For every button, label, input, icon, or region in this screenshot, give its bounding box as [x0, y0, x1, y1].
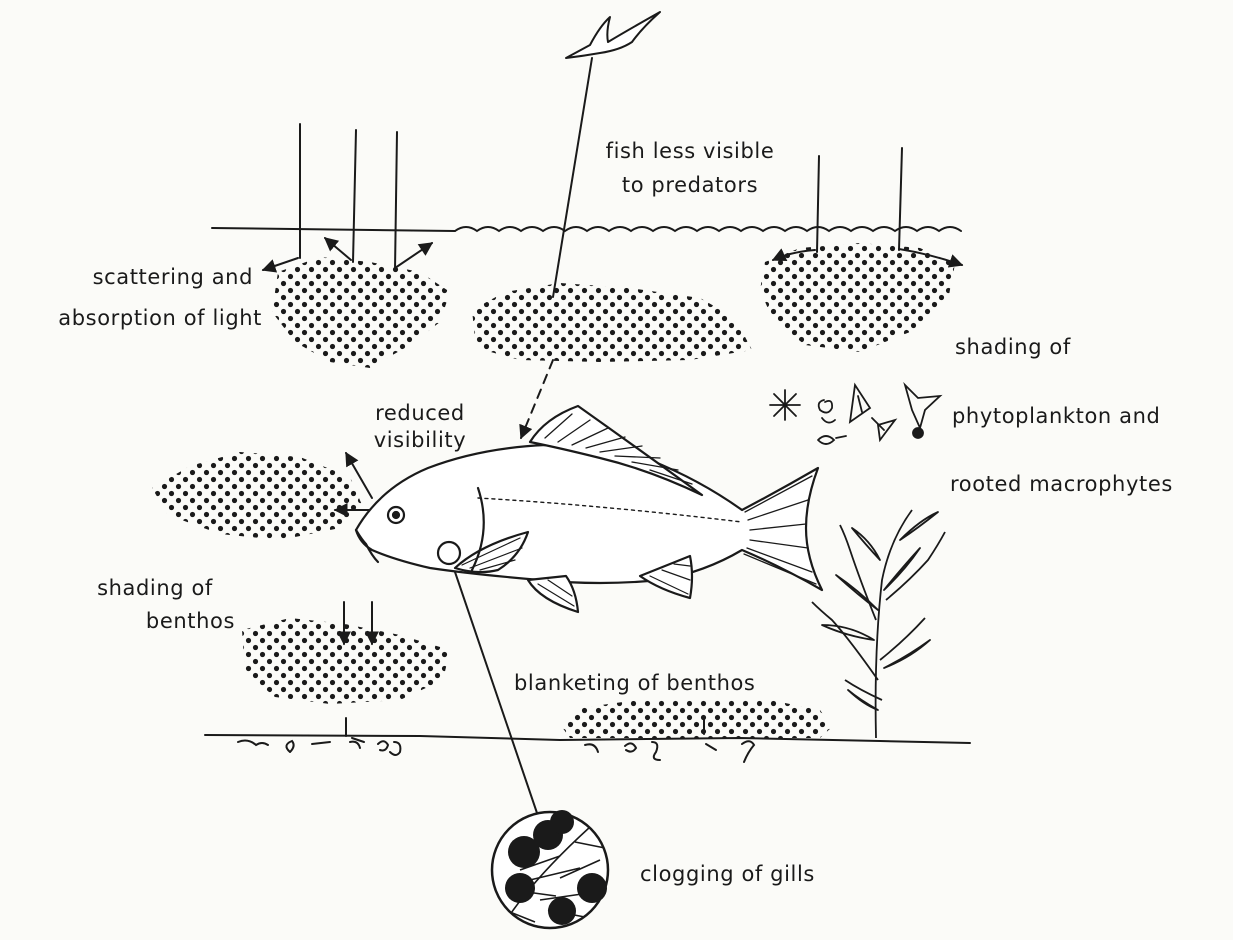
blanketing-label: blanketing of benthos [514, 673, 755, 694]
fish-less-visible-label-2: to predators [560, 175, 820, 196]
shading-benthos-label: shading of [75, 578, 235, 599]
reduced-visibility-label: reduced [340, 403, 500, 424]
phytoplankton-label: phytoplankton and [952, 406, 1160, 427]
sediment-cloud [760, 243, 955, 352]
light-ray [817, 156, 819, 252]
plankton-icon [770, 385, 940, 444]
scattering-label: scattering and [20, 267, 253, 288]
sediment-cloud [242, 618, 450, 704]
benthos-label: benthos [60, 611, 235, 632]
sediment-cloud [272, 257, 450, 368]
scatter-arrow [395, 243, 432, 268]
light-ray [353, 130, 356, 262]
shading-phytoplankton-label: shading of [955, 337, 1071, 358]
fish-less-visible-label: fish less visible [560, 141, 820, 162]
light-ray [395, 132, 397, 270]
absorption-label: absorption of light [20, 308, 262, 329]
scatter-arrow [325, 238, 351, 260]
gill-closeup-icon [492, 810, 608, 930]
sediment-cloud [472, 283, 752, 362]
sediment-cloud [152, 452, 362, 540]
water-surface-line [212, 228, 455, 231]
light-ray [899, 148, 902, 250]
rooted-macrophytes-label: rooted macrophytes [950, 474, 1173, 495]
macrophyte-icon [812, 510, 945, 738]
visibility-label: visibility [340, 430, 500, 451]
bird-icon [566, 12, 660, 58]
sediment-cloud [562, 700, 832, 738]
water-surface-waves [455, 227, 961, 231]
clogging-label: clogging of gills [640, 864, 815, 885]
